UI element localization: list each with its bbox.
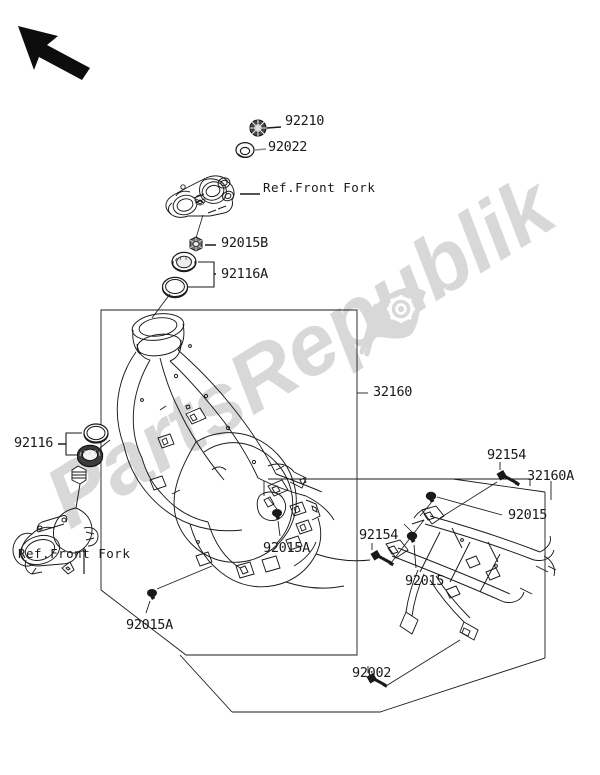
part-label-92116: 92116 <box>14 435 54 451</box>
fasteners-group <box>145 462 520 688</box>
part-label-92015-lower: 92015 <box>405 573 445 589</box>
part-92116A-bearing-upper <box>171 251 197 273</box>
reference-label-front-fork-bottom: Ref.Front Fork <box>18 546 131 561</box>
part-92015-nut-upper <box>425 491 437 503</box>
reference-label-front-fork-top: Ref.Front Fork <box>263 180 376 195</box>
part-label-92210: 92210 <box>285 113 325 129</box>
part-92015A-nut-lower <box>147 589 157 600</box>
part-label-32160: 32160 <box>373 384 413 400</box>
part-92015B-nut <box>189 236 203 252</box>
part-92022-washer <box>235 141 255 159</box>
lower-triple-clamp <box>12 465 99 575</box>
part-label-92015-upper: 92015 <box>508 507 548 523</box>
direction-arrow-icon <box>18 26 90 80</box>
part-label-32160A: 32160A <box>527 468 574 484</box>
part-92002-bolt <box>366 673 388 688</box>
part-92116-bearing-lower <box>76 444 104 468</box>
part-92015-nut-lower <box>406 531 418 543</box>
part-92116-race-lower <box>83 423 109 444</box>
part-label-92116A: 92116A <box>221 266 268 282</box>
frame-engine-mounts <box>149 407 313 579</box>
part-label-92015A-lower: 92015A <box>126 617 173 633</box>
part-92154-bolt-upper <box>496 470 520 487</box>
upper-triple-clamp <box>165 175 260 218</box>
lower-triple-clamp-group <box>12 423 111 575</box>
part-label-92154-upper: 92154 <box>487 447 527 463</box>
part-label-92022: 92022 <box>268 139 308 155</box>
part-92210-nut <box>249 119 267 137</box>
main-frame-32160 <box>116 313 371 589</box>
upper-triple-clamp-group <box>151 119 282 319</box>
part-label-92154-lower: 92154 <box>359 527 399 543</box>
part-92154-bolt-lower <box>370 550 394 567</box>
part-label-92015A-upper: 92015A <box>263 540 310 556</box>
part-92116A-race-upper <box>161 276 189 299</box>
part-92015A-nut-upper <box>272 509 282 520</box>
callout-boxes <box>100 309 552 713</box>
sub-frame-32160A <box>385 505 557 641</box>
part-label-92015B: 92015B <box>221 235 268 251</box>
part-label-92002: 92002 <box>352 665 392 681</box>
frame-head-tube <box>131 313 185 362</box>
